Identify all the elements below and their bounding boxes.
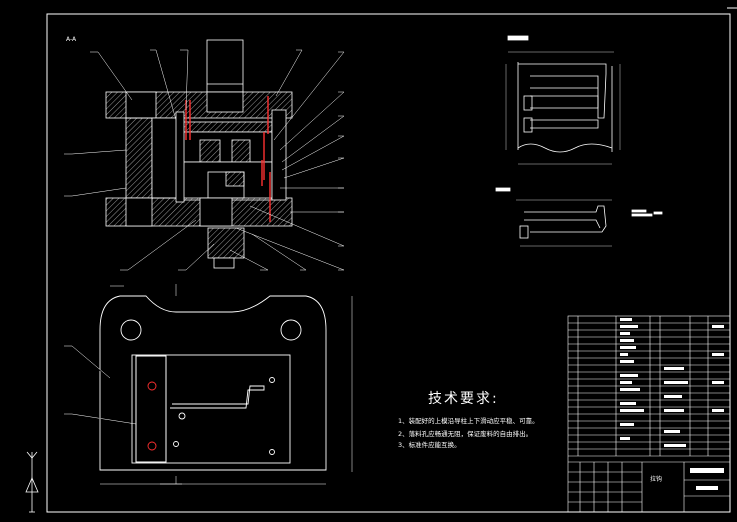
outer-frame (46, 13, 731, 513)
leader-lines (64, 49, 345, 271)
title-block-name: 拉钩 (650, 476, 663, 483)
requirement-item: 1、装配好的上模沿导柱上下滑动应平稳、可靠。 (398, 417, 539, 425)
technical-requirements-title: 技术要求: (428, 391, 499, 407)
assembly-section-view (105, 39, 293, 269)
plan-leaders (64, 345, 137, 425)
part-view-2 (495, 187, 663, 247)
guide-posts (185, 96, 271, 222)
bom-text-marks (620, 318, 724, 490)
ucs-icon (25, 451, 39, 513)
plan-view (99, 284, 353, 485)
bom-table (567, 315, 731, 513)
requirement-item: 2、落料孔应畅通无阻，保证废料的自由排出。 (398, 430, 533, 438)
section-label: A-A (66, 36, 77, 43)
part-view-1 (505, 35, 621, 165)
requirement-item: 3、标准件应能互换。 (398, 441, 461, 449)
